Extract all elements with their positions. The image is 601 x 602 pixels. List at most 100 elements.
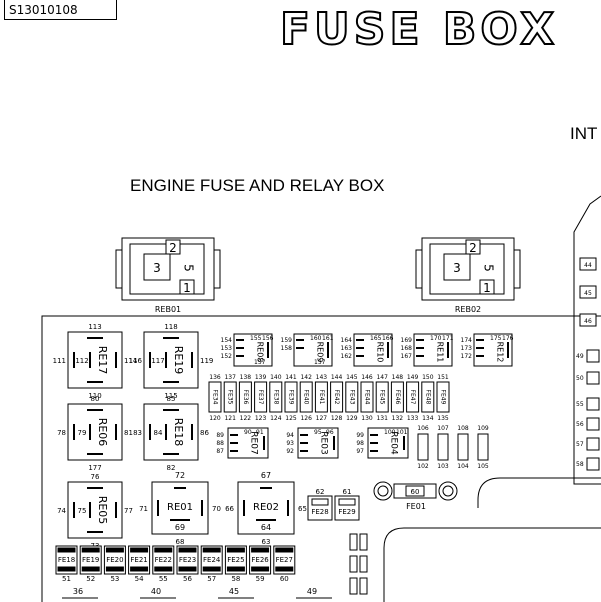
interior-pin: 46 [584, 318, 592, 325]
fe22-label: FE22 [155, 556, 172, 564]
socket-slot [349, 555, 358, 573]
fe40-body [299, 381, 313, 413]
fe27-pin-bottom: 60 [280, 575, 289, 583]
fe46-pin-top: 148 [392, 374, 404, 381]
re05-pin-right: 77 [124, 507, 133, 515]
fe46-label: FE46 [394, 390, 401, 405]
interior-pin: 57 [576, 441, 584, 448]
re09-pin-left: 158 [281, 345, 293, 352]
socket-slot [349, 577, 358, 595]
re08-pin-left: 153 [221, 345, 233, 352]
interior-pin: 56 [576, 421, 584, 428]
reb02-latch-left [415, 249, 423, 289]
interior-fuse-body [579, 257, 597, 271]
socket-slot [359, 555, 368, 573]
diode-pin-top: 106 [417, 425, 429, 432]
fe25-pin-bottom: 58 [231, 575, 240, 583]
fe43-label: FE43 [348, 390, 355, 405]
re08-pin-left: 152 [221, 353, 233, 360]
re02-pin-inner: 64 [261, 523, 271, 532]
re07-pin-top: 91 [256, 429, 264, 436]
fe39-body [284, 381, 298, 413]
fe35-label: FE35 [227, 390, 234, 405]
fe26-label: FE26 [251, 556, 269, 564]
fe01-bolt-right-inner [442, 485, 454, 497]
fe47-body [406, 381, 420, 413]
re11-pin-left: 167 [401, 353, 413, 360]
re03-pin-left: 93 [286, 440, 294, 447]
re11-pin-left: 168 [401, 345, 413, 352]
interior-terminal [586, 457, 600, 471]
fe47-pin-bottom: 133 [407, 415, 419, 422]
re11-label: RE11 [436, 342, 445, 363]
fe19-label: FE19 [82, 556, 99, 564]
re10-pin-left: 164 [341, 337, 353, 344]
fe22-pin-bottom: 55 [159, 575, 168, 583]
fe23-pin-bottom: 56 [183, 575, 192, 583]
re05-body [67, 481, 123, 539]
re06-body [67, 403, 123, 461]
re07-pin-left: 89 [216, 432, 224, 439]
fe42-pin-bottom: 128 [331, 415, 343, 422]
re01-body [151, 481, 209, 535]
fe34-pin-bottom: 120 [209, 415, 221, 422]
fe34-body [208, 381, 222, 413]
re07-pin-left: 88 [216, 440, 224, 447]
re08-pin-left: 154 [221, 337, 233, 344]
interior-pin: 49 [576, 353, 584, 360]
re12-label: RE12 [496, 342, 505, 363]
interior-fuse-body [579, 285, 597, 299]
reb02-pin-3: 3 [453, 261, 461, 275]
interior-box-label: INT [570, 124, 598, 143]
reb01-latch-right [213, 249, 221, 289]
diode-body [477, 433, 489, 461]
re05-pin-top: 76 [91, 473, 100, 481]
re06-pin-left: 78 [57, 429, 66, 437]
fe39-pin-top: 141 [285, 374, 297, 381]
re07-pin-left: 87 [216, 448, 224, 455]
fe18-label: FE18 [58, 556, 75, 564]
re12-pin-left: 172 [461, 353, 473, 360]
fe44-label: FE44 [364, 390, 371, 405]
re18-body [143, 403, 199, 461]
re07-body [227, 427, 269, 459]
re01-pin-right: 70 [212, 505, 221, 513]
fe46-body [390, 381, 404, 413]
re04-pin-top: 100 [384, 429, 396, 436]
reb02-pin-1: 1 [483, 281, 491, 295]
fe43-pin-bottom: 129 [346, 415, 358, 422]
re03-label: RE03 [319, 431, 329, 454]
diode-pin-bottom: 104 [457, 463, 469, 470]
socket-slot [359, 577, 368, 595]
interior-terminal [586, 371, 600, 385]
re17-pin-top: 113 [88, 323, 101, 331]
re02-label: RE02 [253, 502, 279, 513]
fe49-pin-bottom: 135 [437, 415, 449, 422]
fe24-tab [202, 547, 221, 553]
diode-pin-top: 107 [437, 425, 449, 432]
engine-box-outline [41, 315, 601, 602]
re08-pin-top: 156 [262, 335, 274, 342]
fe44-pin-bottom: 130 [361, 415, 373, 422]
fe45-label: FE45 [379, 390, 386, 405]
fe27-tab [275, 547, 294, 553]
re08-pin-bottom: 157 [254, 359, 266, 366]
re12-pin-left: 174 [461, 337, 473, 344]
fe41-pin-bottom: 127 [316, 415, 328, 422]
re10-label: RE10 [376, 342, 385, 363]
re09-pin-left: 159 [281, 337, 293, 344]
reb01-pin-3: 3 [153, 261, 161, 275]
page-title: FUSE BOX [279, 3, 559, 56]
engine-box-subtitle: ENGINE FUSE AND RELAY BOX [130, 176, 385, 195]
document-id: S13010108 [4, 0, 117, 20]
fe46-pin-bottom: 132 [392, 415, 404, 422]
re04-pin-left: 98 [356, 440, 364, 447]
interior-terminal [586, 437, 600, 451]
re04-label: RE04 [389, 431, 399, 455]
re18-pin-inner: 84 [154, 429, 163, 437]
re18-pin-bottom: 82 [167, 464, 176, 472]
reb02-latch-right [513, 249, 521, 289]
fe44-body [360, 381, 374, 413]
bottom-component-label: 36 [73, 587, 83, 596]
fe18-tab [57, 547, 76, 553]
